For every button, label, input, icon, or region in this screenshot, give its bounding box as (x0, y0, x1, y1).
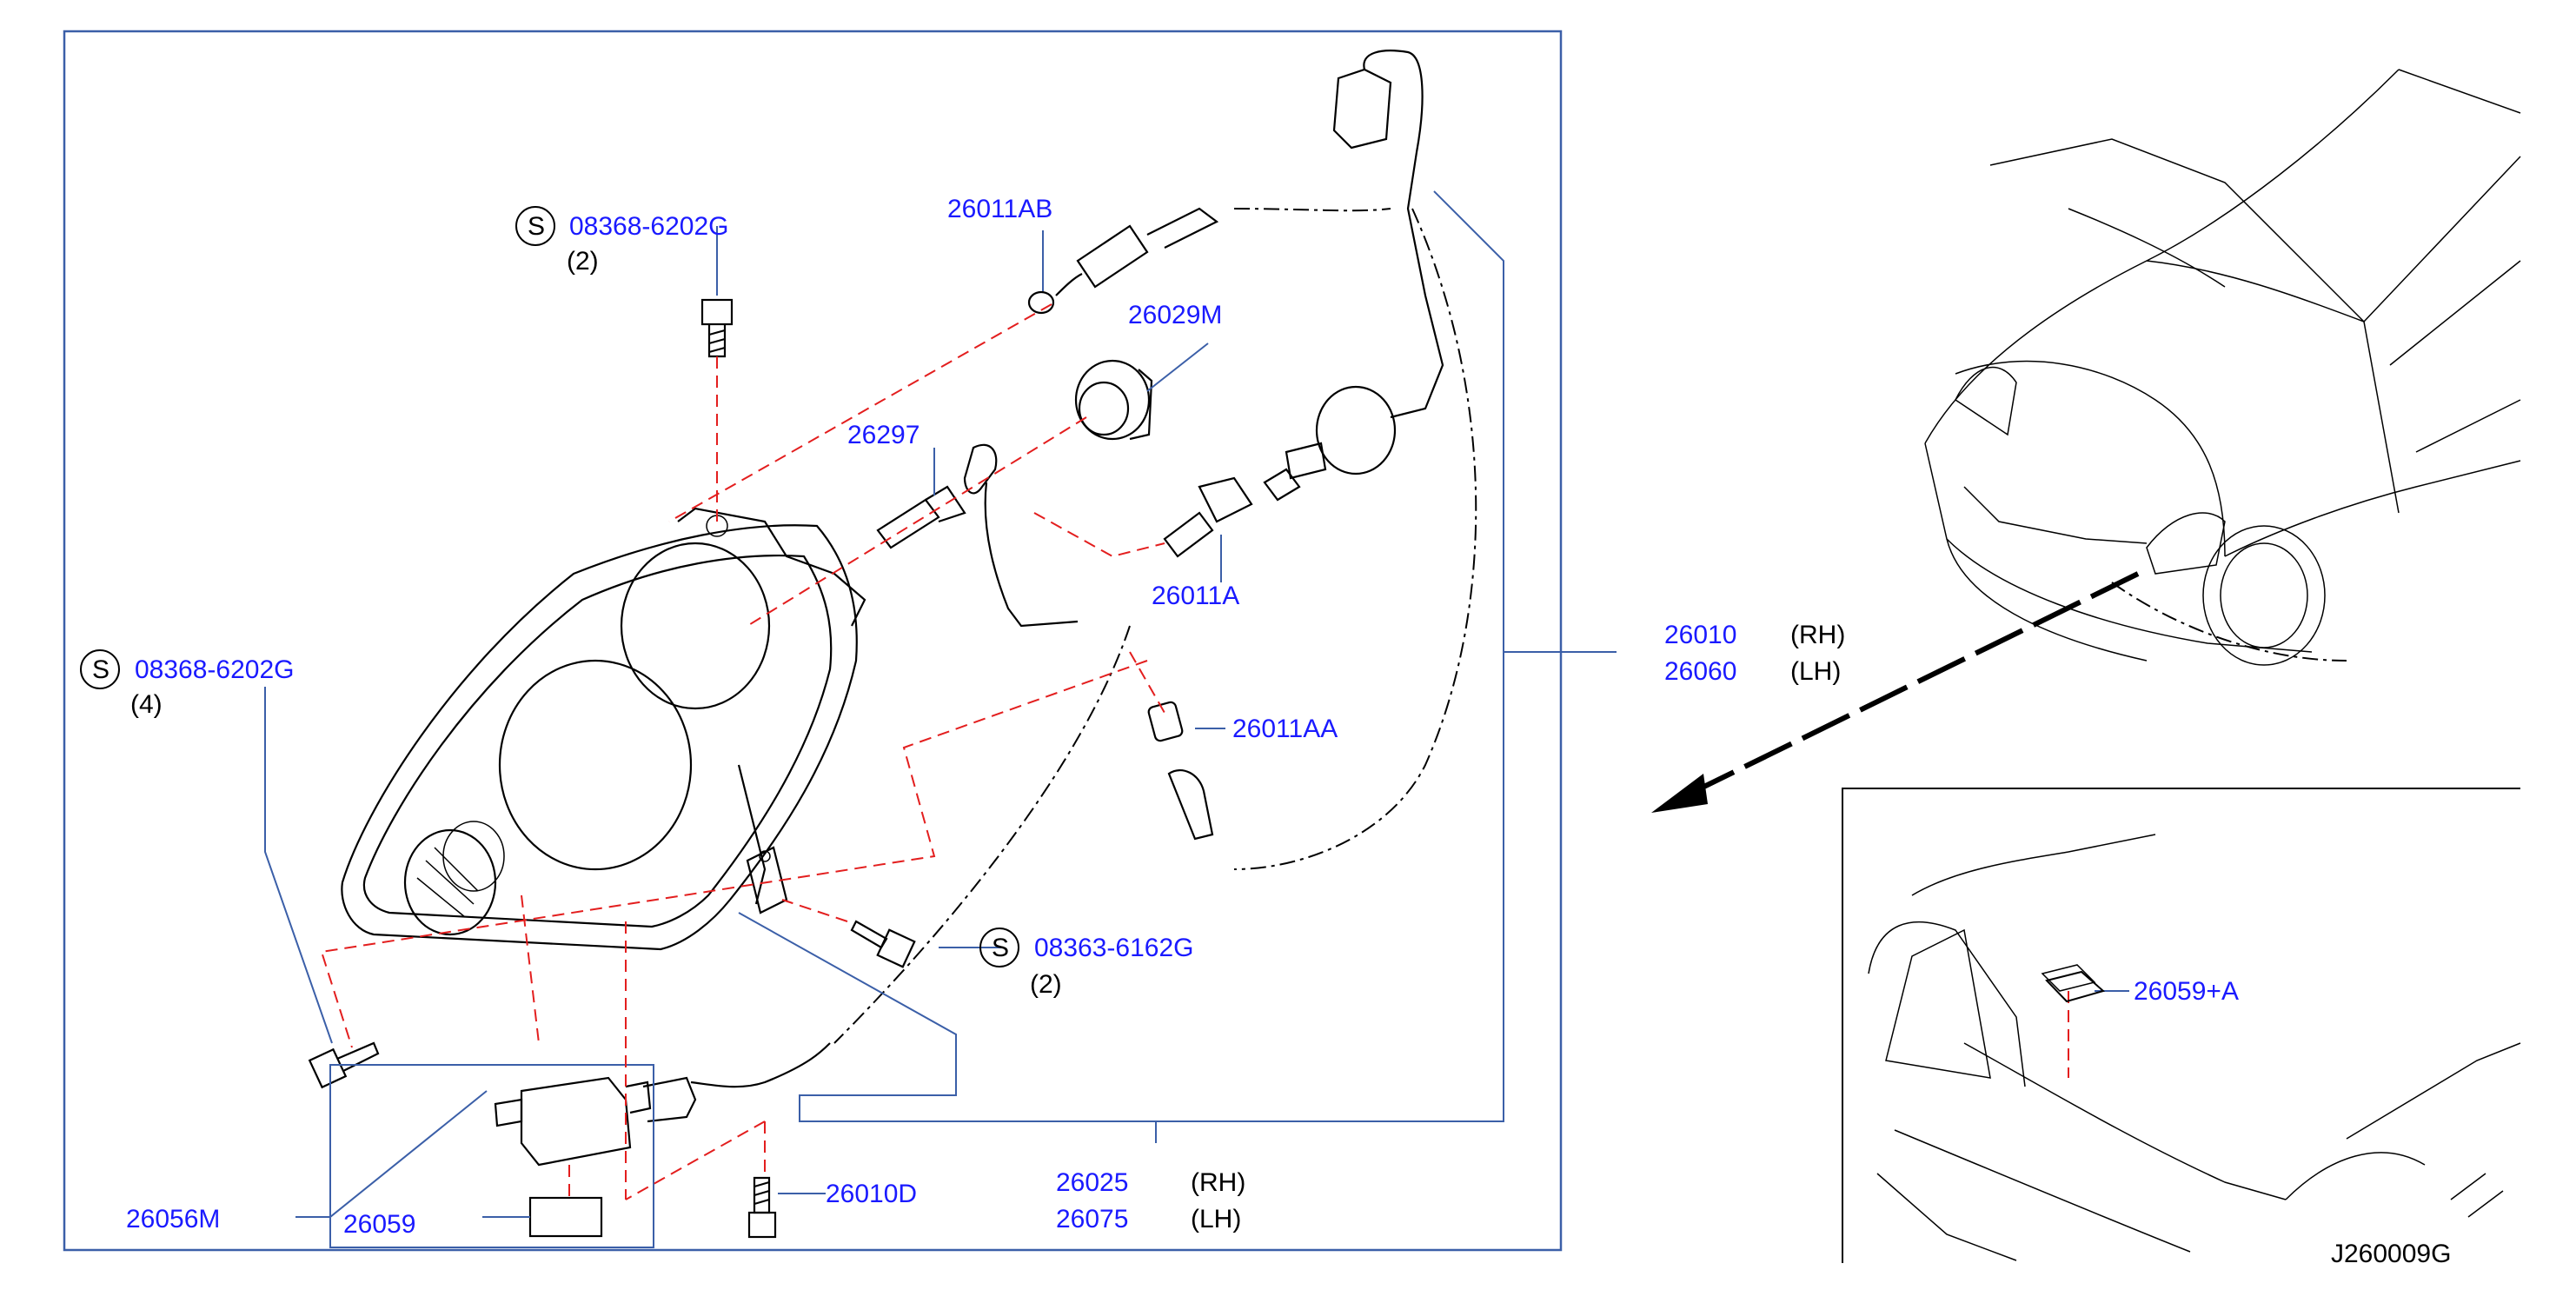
ballast-inset-box (329, 1064, 654, 1248)
label-housing-rh-side: (RH) (1191, 1168, 1245, 1197)
headlamp-housing (341, 507, 866, 951)
socket-cap-icon (1074, 359, 1153, 441)
assembly-guide-lines (320, 303, 2069, 1200)
screw-right-symbol: S (992, 934, 1009, 962)
label-low-beam-bulb: 26297 (847, 421, 920, 449)
label-assembly-lh-side: (LH) (1790, 657, 1841, 686)
screw-left-qty: (4) (130, 690, 163, 719)
screw-top-qty: (2) (567, 247, 599, 276)
screw-left-symbol: S (92, 655, 110, 684)
screw-top-part: 08368-6202G (569, 212, 729, 241)
pointer-arrow-icon (1651, 571, 2140, 813)
car-outline-icon (1924, 69, 2521, 666)
diagram-code: J260009G (2331, 1240, 2451, 1268)
label-high-beam-bulb: 26011A (1152, 582, 1239, 610)
screw-top-callout: S 08368-6202G (2) (515, 206, 729, 276)
turn-bulb-icon (1147, 701, 1214, 841)
main-frame (63, 30, 1563, 1252)
engine-bay-outline-icon (1868, 834, 2521, 1261)
bolt-left-icon (308, 1041, 380, 1089)
label-caution: 26059+A (2134, 977, 2239, 1006)
aim-bolt-icon (747, 1176, 777, 1239)
label-housing-lh: 26075 (1056, 1205, 1128, 1233)
screw-right-part: 08363-6162G (1034, 934, 1194, 962)
bolt-right-icon (850, 920, 916, 968)
caution-label-icon (2045, 970, 2106, 1003)
label-assembly-rh: 26010 (1664, 621, 1736, 649)
screw-right-qty: (2) (1030, 970, 1062, 999)
label-housing-rh: 26025 (1056, 1168, 1128, 1197)
high-beam-bulb-icon (1163, 468, 1301, 558)
wiring-harness-icon (833, 50, 1477, 1044)
inset-frame (1842, 788, 2520, 1263)
low-beam-bulb-icon (876, 443, 1079, 628)
screw-left-callout: S 08368-6202G (4) (80, 649, 295, 719)
label-socket-cap: 26029M (1128, 301, 1222, 329)
label-aim-bolt: 26010D (826, 1180, 917, 1208)
label-side-bulb: 26011AB (947, 195, 1052, 223)
ballast-unit-icon (494, 1042, 831, 1238)
label-turn-bulb: 26011AA (1232, 715, 1338, 743)
screw-top-symbol: S (528, 212, 545, 241)
side-bulb-icon (1027, 207, 1219, 315)
label-ballast-label: 26059 (343, 1210, 415, 1239)
screw-left-part: 08368-6202G (135, 655, 295, 684)
screw-right-callout: S 08363-6162G (2) (979, 928, 1194, 999)
label-ballast-unit: 26056M (126, 1205, 220, 1233)
label-housing-lh-side: (LH) (1191, 1205, 1241, 1233)
bolt-top-icon (700, 298, 734, 358)
leader-lines (264, 190, 2129, 1218)
label-assembly-rh-side: (RH) (1790, 621, 1845, 649)
label-assembly-lh: 26060 (1664, 657, 1736, 686)
